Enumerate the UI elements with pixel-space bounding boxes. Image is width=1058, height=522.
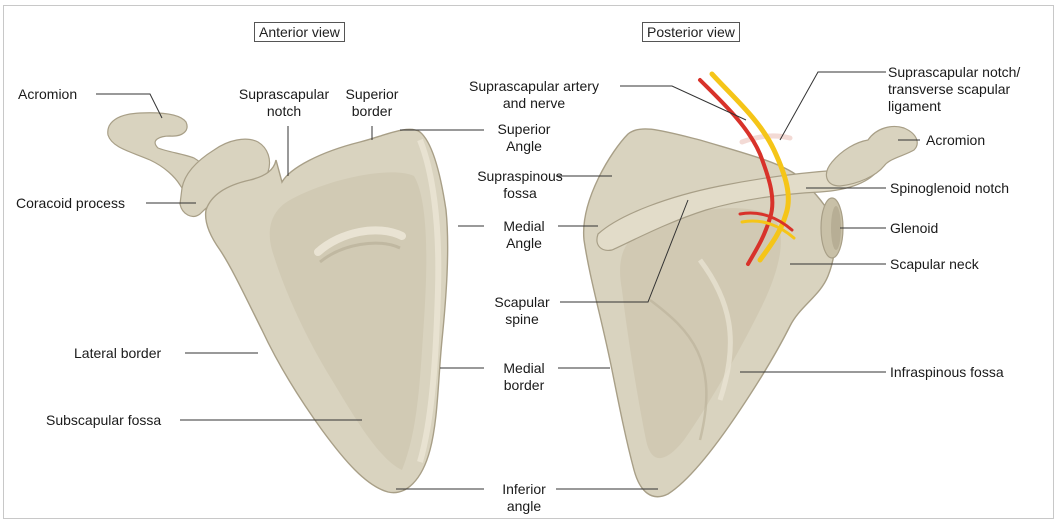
posterior-glenoid-face: [831, 206, 841, 250]
label-glenoid: Glenoid: [890, 220, 938, 237]
label-scapular-neck: Scapular neck: [890, 256, 979, 273]
label-suprascapular-notch: Suprascapular notch: [228, 86, 340, 120]
label-medial-angle: Medial Angle: [486, 218, 562, 252]
label-superior-border: Superior border: [334, 86, 410, 120]
posterior-view-title: Posterior view: [642, 22, 740, 42]
label-coracoid-process: Coracoid process: [16, 195, 125, 212]
label-acromion-anterior: Acromion: [18, 86, 77, 103]
label-medial-border: Medial border: [486, 360, 562, 394]
label-superior-angle: Superior Angle: [486, 121, 562, 155]
leader-suprascapular-notch-ligament: [780, 72, 886, 140]
posterior-scapula: [584, 74, 918, 497]
label-spinoglenoid-notch: Spinoglenoid notch: [890, 180, 1009, 197]
label-inferior-angle: Inferior angle: [486, 481, 562, 515]
label-subscapular-fossa: Subscapular fossa: [46, 412, 161, 429]
label-lateral-border: Lateral border: [74, 345, 161, 362]
anterior-view-title: Anterior view: [254, 22, 345, 42]
label-suprascapular-notch-ligament: Suprascapular notch/ transverse scapular…: [888, 64, 1020, 115]
label-acromion-posterior: Acromion: [926, 132, 985, 149]
anterior-scapula: [108, 113, 448, 493]
label-suprascapular-artery-nerve: Suprascapular artery and nerve: [446, 78, 622, 112]
label-scapular-spine: Scapular spine: [484, 294, 560, 328]
label-infraspinous-fossa: Infraspinous fossa: [890, 364, 1004, 381]
label-supraspinous-fossa: Supraspinous fossa: [464, 168, 576, 202]
